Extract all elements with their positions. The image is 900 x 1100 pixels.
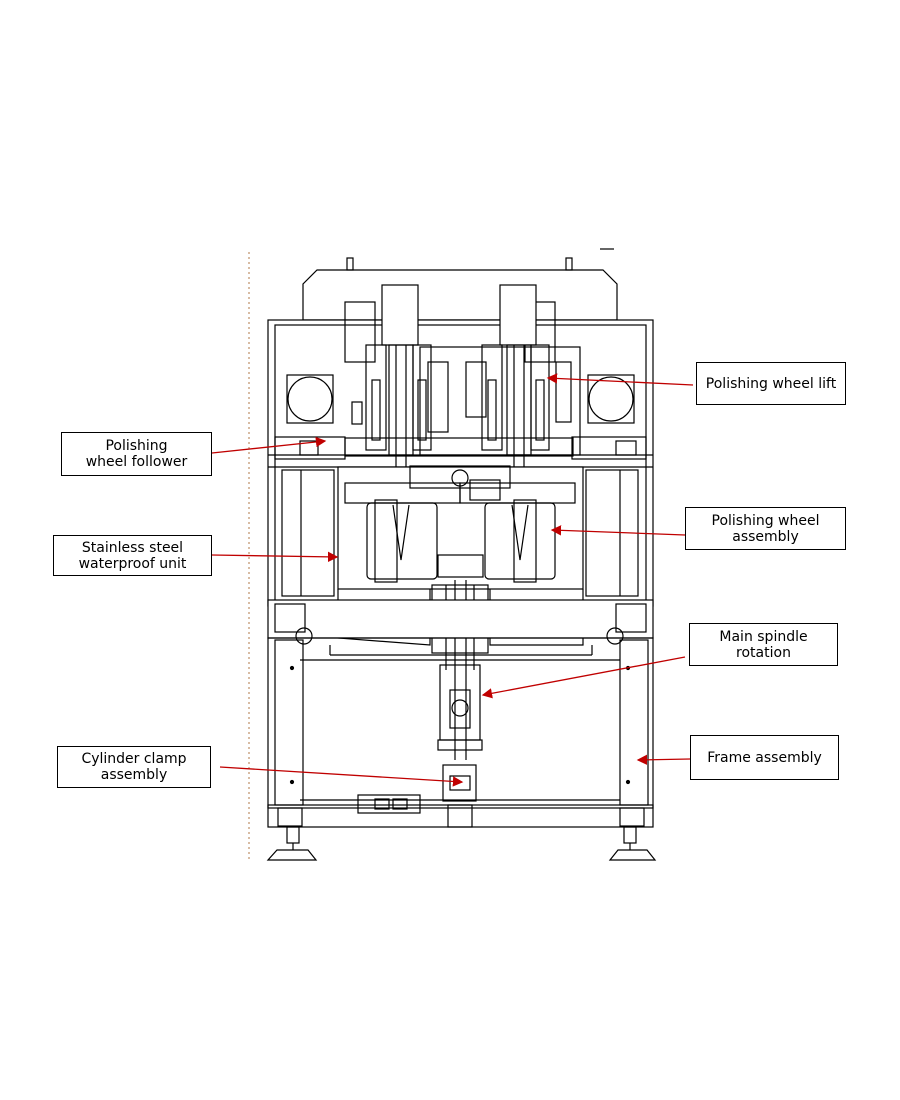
leader-main-spindle bbox=[481, 656, 686, 699]
leader-polishing-wheel-lift bbox=[546, 373, 694, 386]
polishing-wheels bbox=[344, 465, 576, 583]
label-main-spindle-rotation: Main spindle rotation bbox=[689, 623, 838, 666]
lower-frame bbox=[267, 599, 654, 828]
lift-housing bbox=[351, 346, 581, 456]
label-stainless-steel-waterproof-unit: Stainless steel waterproof unit bbox=[53, 535, 212, 576]
side-covers bbox=[286, 374, 635, 424]
label-polishing-wheel-lift: Polishing wheel lift bbox=[696, 362, 846, 405]
follower-plates bbox=[274, 436, 647, 460]
leader-polishing-wheel-follower bbox=[211, 436, 327, 454]
bottom-valve bbox=[357, 794, 421, 814]
leader-frame-assembly bbox=[636, 754, 691, 766]
label-frame-assembly: Frame assembly bbox=[690, 735, 839, 780]
leader-waterproof-unit bbox=[211, 551, 339, 563]
top-hood bbox=[302, 248, 618, 321]
feet bbox=[266, 826, 657, 861]
left-spindle-column bbox=[344, 284, 432, 520]
label-polishing-wheel-follower: Polishing wheel follower bbox=[61, 432, 212, 476]
leader-polishing-wheel-assembly bbox=[550, 525, 686, 536]
right-spindle-column bbox=[481, 284, 556, 520]
label-polishing-wheel-assembly: Polishing wheel assembly bbox=[685, 507, 846, 550]
leader-cylinder-clamp bbox=[219, 766, 464, 787]
label-cylinder-clamp-assembly: Cylinder clamp assembly bbox=[57, 746, 211, 788]
